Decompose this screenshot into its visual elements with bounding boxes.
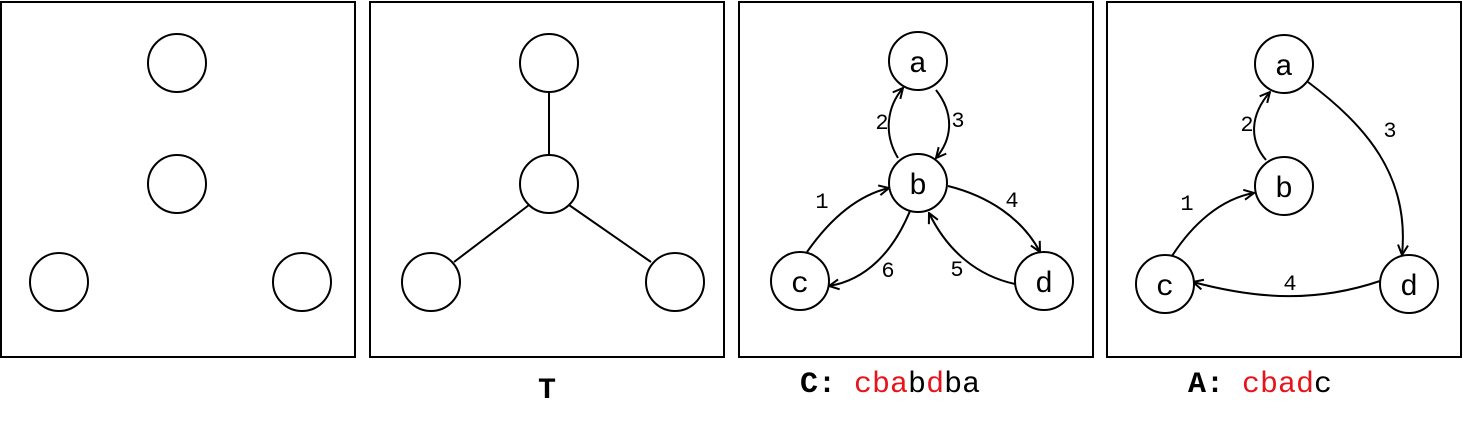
- walk-edge-d-b: [929, 213, 1016, 285]
- walk-node-label-d: d: [1035, 268, 1053, 302]
- graph-node-right: [272, 252, 332, 312]
- caption-segment: cba: [854, 368, 908, 402]
- cycle-edge-label-1: 1: [1180, 192, 1193, 217]
- tree-edge-center-left: [453, 204, 530, 263]
- graph-node-center: [147, 154, 207, 214]
- caption-segment: C:: [800, 368, 836, 402]
- cycle-node-label-d: d: [1400, 271, 1418, 305]
- walk-node-label-b: b: [909, 170, 927, 204]
- caption-shortcut-cycle: A: cbadc: [1188, 368, 1332, 402]
- walk-edge-a-b: [936, 89, 951, 158]
- cycle-edge-label-2: 2: [1240, 113, 1253, 138]
- cycle-node-label-b: b: [1275, 173, 1293, 207]
- cycle-edge-label-4: 4: [1283, 272, 1296, 297]
- walk-edge-label-5: 5: [950, 258, 963, 283]
- caption-segment: A:: [1188, 368, 1224, 402]
- caption-closed-walk: C: cbabdba: [800, 368, 980, 402]
- walk-node-b: [888, 153, 948, 213]
- cycle-node-label-c: c: [1156, 271, 1174, 305]
- walk-edge-label-6: 6: [881, 259, 894, 284]
- cycle-node-label-a: a: [1275, 51, 1293, 85]
- caption-segment: T: [538, 374, 556, 408]
- cycle-edge-a-d: [1307, 81, 1403, 255]
- tree-node-top: [519, 33, 579, 93]
- panel-shortcut-cycle: a b c d 1 2 3 4 A: cbadc: [1106, 1, 1462, 402]
- walk-node-d: [1014, 251, 1074, 311]
- caption-segment: d: [926, 368, 944, 402]
- caption-segment: b: [908, 368, 926, 402]
- walk-edge-label-2: 2: [875, 111, 888, 136]
- cycle-edge-d-c: [1193, 281, 1381, 298]
- caption-tree: T: [538, 374, 556, 408]
- tree-edge-center-right: [568, 204, 652, 263]
- cycle-node-a: [1254, 34, 1314, 94]
- graph-node-top: [147, 33, 207, 93]
- walk-node-a: [888, 31, 948, 91]
- tree-node-right: [645, 252, 705, 312]
- cycle-edge-c-b: [1171, 193, 1254, 257]
- tree-node-center: [519, 154, 579, 214]
- panel-tree: T: [369, 1, 725, 408]
- walk-node-label-c: c: [791, 268, 809, 302]
- walk-edge-c-b: [806, 188, 889, 253]
- walk-edge-label-4: 4: [1005, 189, 1018, 214]
- graph-node-left: [29, 252, 89, 312]
- walk-node-c: [770, 251, 830, 311]
- cycle-edge-label-3: 3: [1383, 119, 1396, 144]
- caption-segment: c: [1314, 368, 1332, 402]
- walk-edge-b-c: [829, 210, 911, 286]
- walk-node-label-a: a: [909, 48, 927, 82]
- panel-graph: [0, 1, 356, 358]
- panel-closed-walk: a b c d 1 2 3 4 5 6 C: cbabdba: [738, 1, 1094, 402]
- cycle-edge-b-a: [1253, 92, 1270, 161]
- caption-segment: cbad: [1242, 368, 1314, 402]
- cycle-node-b: [1254, 156, 1314, 216]
- caption-segment: ba: [944, 368, 980, 402]
- walk-edge-label-3: 3: [951, 109, 964, 134]
- tree-node-left: [401, 252, 461, 312]
- walk-edge-label-1: 1: [815, 190, 828, 215]
- walk-edge-b-a: [887, 88, 903, 159]
- walk-edge-b-d: [947, 185, 1040, 252]
- cycle-node-c: [1135, 254, 1195, 314]
- cycle-node-d: [1379, 254, 1439, 314]
